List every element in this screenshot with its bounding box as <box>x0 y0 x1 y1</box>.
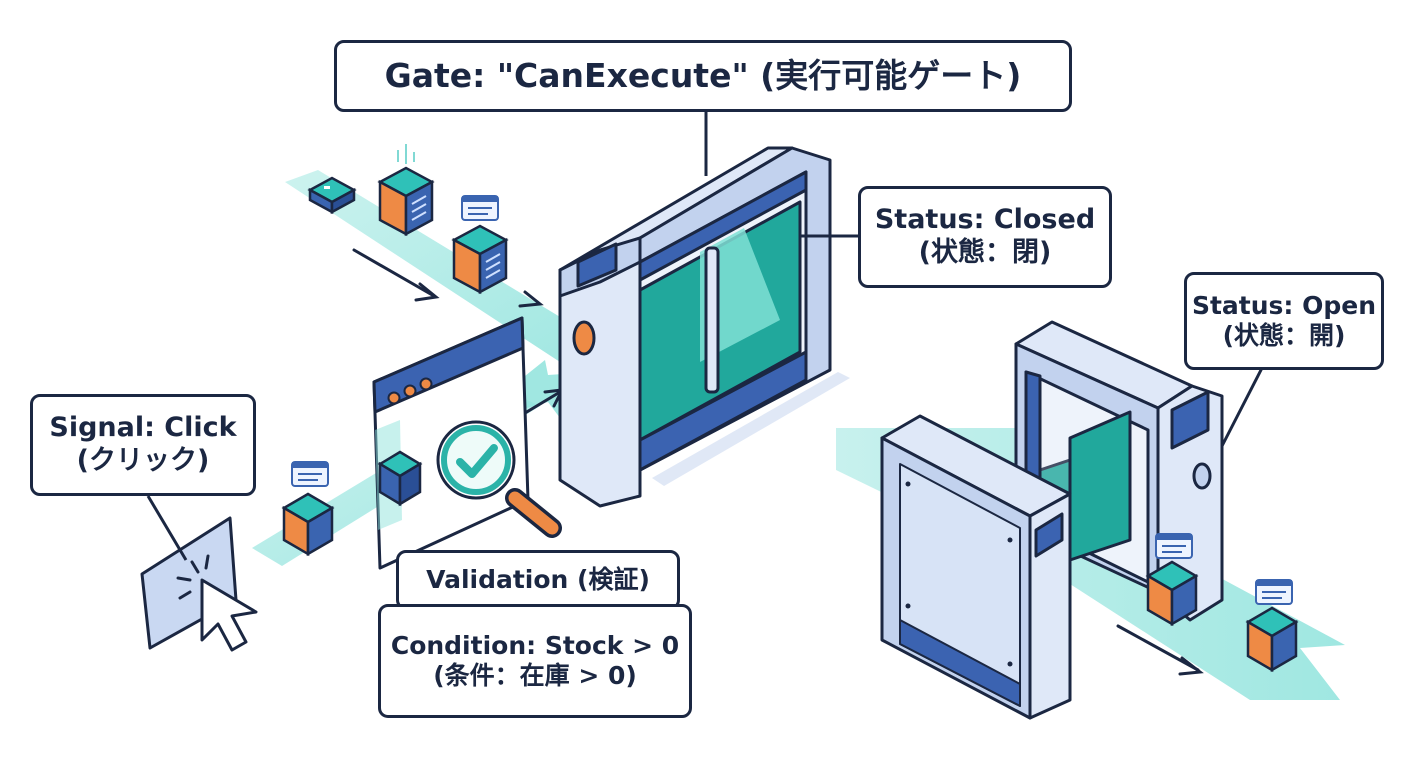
document-icon <box>1155 533 1193 559</box>
status-open-line2: (状態：開) <box>1222 321 1346 350</box>
closed-gate <box>558 146 850 508</box>
data-cube-icon <box>377 144 435 237</box>
checkmark-icon <box>456 444 498 478</box>
open-status-connector <box>1220 367 1264 447</box>
status-closed-line1: Status: Closed <box>874 204 1096 236</box>
flow-arrow-left <box>352 248 440 302</box>
status-closed-label: Status: Closed (状態：閉) <box>858 186 1112 288</box>
open-gate-front <box>880 414 1072 720</box>
data-cube-icon <box>377 450 423 507</box>
cursor-icon <box>200 578 258 652</box>
gate-label: Gate: "CanExecute" (実行可能ゲート) <box>334 40 1072 112</box>
magnifier-icon <box>436 420 562 538</box>
signal-line2: (クリック) <box>76 445 210 476</box>
signal-line1: Signal: Click <box>49 412 237 444</box>
document-icon <box>1255 579 1293 605</box>
signal-connector <box>146 495 188 561</box>
data-cube-icon <box>281 492 335 557</box>
document-icon <box>291 461 329 487</box>
signal-label: Signal: Click (クリック) <box>30 394 256 496</box>
validation-text: Validation (検証) <box>426 564 650 594</box>
flow-arrow-mid <box>518 290 544 308</box>
condition-label: Condition: Stock > 0 (条件：在庫 > 0) <box>378 604 692 718</box>
condition-line1: Condition: Stock > 0 <box>390 630 680 660</box>
gate-label-text: Gate: "CanExecute" (実行可能ゲート) <box>384 55 1022 95</box>
status-open-label: Status: Open (状態：開) <box>1184 272 1384 370</box>
flow-arrow-output <box>1116 624 1204 676</box>
data-cube-icon <box>1245 606 1299 673</box>
validation-label: Validation (検証) <box>396 550 680 610</box>
status-closed-line2: (状態：閉) <box>918 237 1052 268</box>
data-cube-icon <box>451 224 509 295</box>
condition-line2: (条件：在庫 > 0) <box>433 661 637 690</box>
document-icon <box>461 195 499 221</box>
data-cube-icon <box>1145 560 1199 627</box>
data-cube <box>307 176 357 215</box>
status-open-line1: Status: Open <box>1191 290 1377 320</box>
